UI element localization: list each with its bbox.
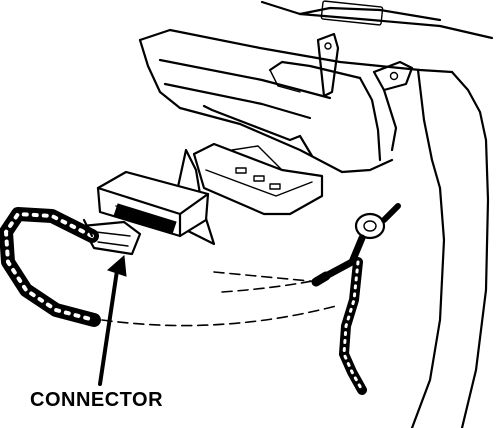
connector-plug — [80, 203, 177, 256]
mounting-bracket — [316, 32, 414, 152]
control-unit-tray — [192, 104, 324, 216]
wire-harness-left — [0, 207, 101, 327]
dashboard-housing — [138, 0, 494, 428]
wire-harness-right — [311, 203, 401, 395]
connector-label: CONNECTOR — [30, 389, 164, 411]
routing-lines — [101, 271, 337, 327]
callout-arrow — [98, 254, 127, 386]
